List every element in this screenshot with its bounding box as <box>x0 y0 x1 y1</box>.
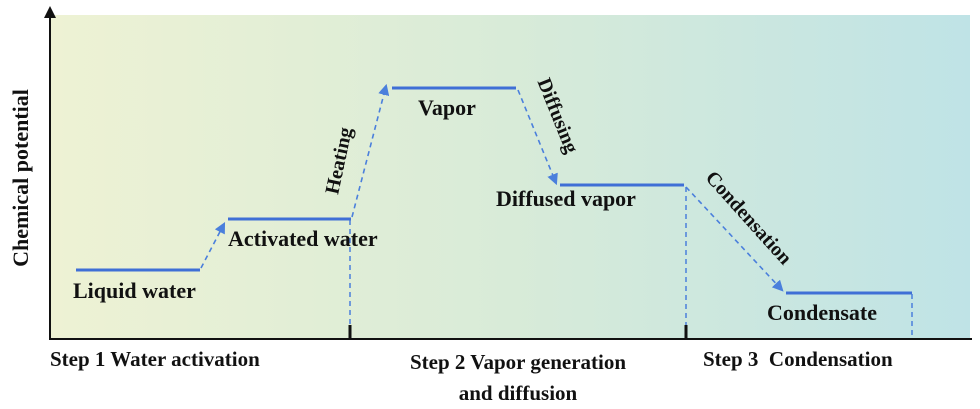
y-axis-label: Chemical potential <box>8 89 33 267</box>
label-activated-water: Activated water <box>228 226 378 251</box>
arrow-diffusing <box>517 89 558 186</box>
step-3-label: Step 3 Condensation <box>703 347 893 371</box>
label-condensate: Condensate <box>767 300 877 325</box>
label-diffused-vapor: Diffused vapor <box>496 186 636 211</box>
step-2-label-line1: Step 2 Vapor generation <box>410 350 626 374</box>
arrow-heating <box>351 83 390 218</box>
y-axis-arrow-icon <box>44 6 56 18</box>
label-liquid-water: Liquid water <box>73 278 196 303</box>
step-1-label: Step 1 Water activation <box>50 347 260 371</box>
label-vapor: Vapor <box>418 95 476 120</box>
plot-background <box>50 15 970 340</box>
arrow-condensation <box>685 186 784 292</box>
step-2-label-line2: and diffusion <box>459 381 578 405</box>
